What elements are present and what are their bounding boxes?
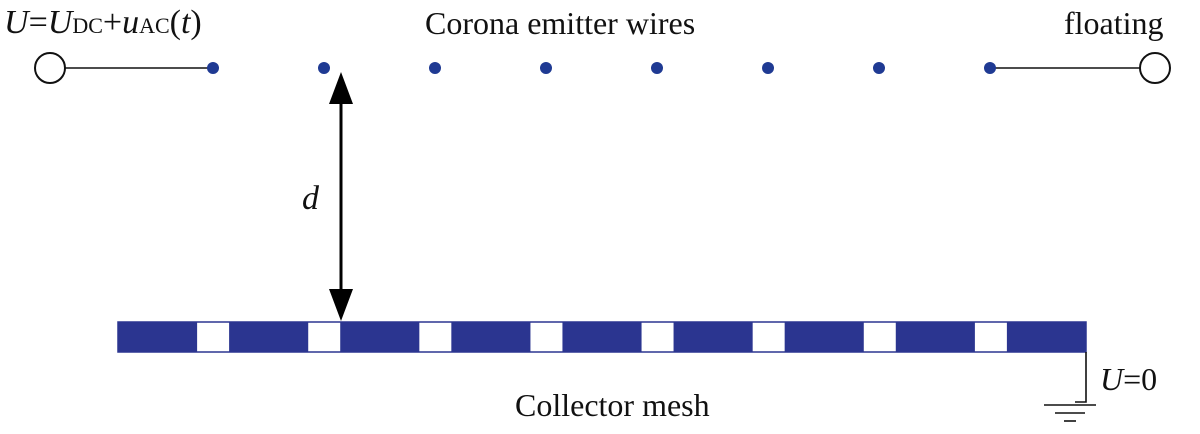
emitter-wire-dot [540,62,552,74]
emitter-wire-dot [762,62,774,74]
source-voltage-label: U=UDC+uAC(t) [4,4,202,41]
mesh-segment [340,322,420,352]
floating-terminal-icon [1139,52,1171,84]
emitter-wire-dot [651,62,663,74]
mesh-segment [673,322,753,352]
emitter-title: Corona emitter wires [425,5,696,41]
emitter-wire-dot [207,62,219,74]
mesh-segment [229,322,309,352]
ground-lead-line [1075,352,1087,403]
mesh-segment [784,322,864,352]
mesh-segment [451,322,531,352]
emitter-wires [207,62,996,74]
emitter-wire-dot [429,62,441,74]
mesh-segment [562,322,642,352]
gap-arrow-head-up-icon [329,72,353,104]
floating-label: floating [1064,5,1164,41]
gap-distance-label: d [302,180,319,217]
collector-label: Collector mesh [515,387,710,423]
mesh-segment [1006,322,1086,352]
collector-mesh [117,321,1087,353]
gap-arrow-head-down-icon [329,289,353,321]
ground-voltage-label: U=0 [1100,361,1158,397]
emitter-wire-dot [873,62,885,74]
mesh-segment [118,322,198,352]
source-terminal-icon [34,52,66,84]
emitter-wire-dot [318,62,330,74]
emitter-wire-dot [984,62,996,74]
mesh-segment [895,322,975,352]
